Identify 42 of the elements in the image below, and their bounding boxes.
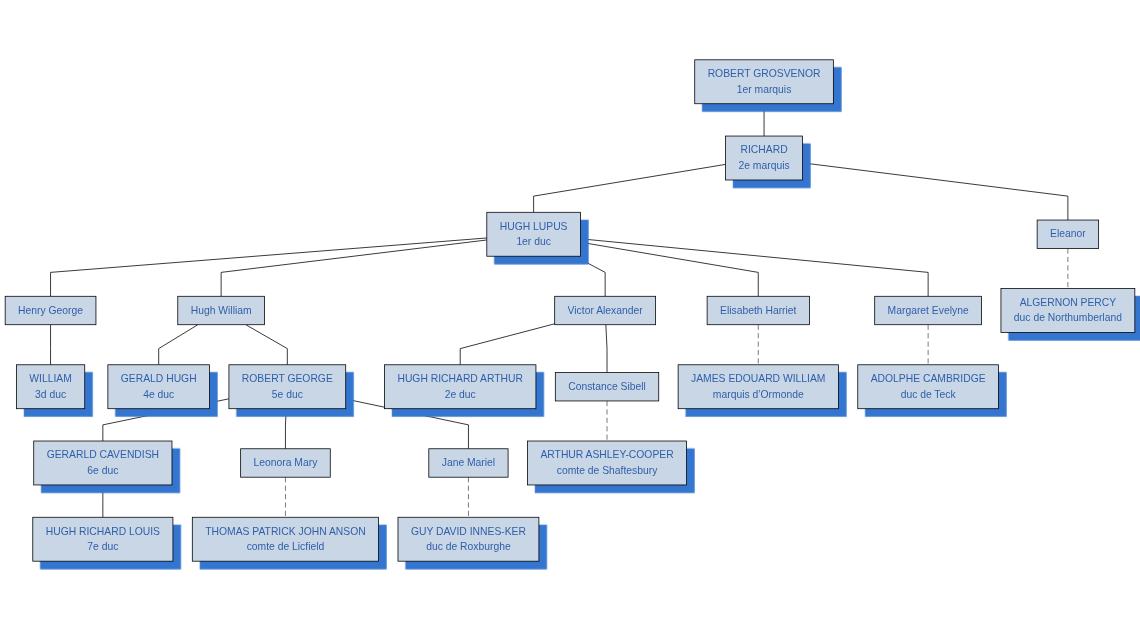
node-box: Constance Sibell bbox=[554, 372, 660, 402]
connector bbox=[605, 324, 608, 373]
node-box: HUGH LUPUS 1er duc bbox=[486, 211, 581, 257]
node-box: THOMAS PATRICK JOHN ANSON comte de Licfield bbox=[191, 516, 379, 562]
connector bbox=[220, 239, 488, 297]
node-box: Eleanor bbox=[1036, 219, 1100, 249]
connector bbox=[580, 238, 929, 297]
node-box: HUGH RICHARD LOUIS 7e duc bbox=[32, 516, 174, 562]
node-box: ALGERNON PERCY duc de Northumberland bbox=[1000, 288, 1136, 333]
node-box: RICHARD 2e marquis bbox=[725, 135, 803, 181]
connector bbox=[158, 324, 199, 366]
node-box: ROBERT GROSVENOR 1er marquis bbox=[694, 59, 834, 105]
connector bbox=[345, 398, 469, 450]
node-box: ROBERT GEORGE 5e duc bbox=[228, 364, 347, 410]
connector bbox=[285, 408, 287, 450]
node-box: HUGH RICHARD ARTHUR 2e duc bbox=[384, 364, 537, 410]
connector bbox=[459, 323, 556, 366]
node-box: Leonora Mary bbox=[240, 448, 331, 478]
node-box: ARTHUR ASHLEY-COOPER comte de Shaftesbury bbox=[527, 440, 687, 486]
connector bbox=[285, 476, 286, 518]
node-box: Henry George bbox=[4, 295, 97, 326]
connector bbox=[50, 324, 51, 366]
node-box: GUY DAVID INNES-KER duc de Roxburghe bbox=[397, 516, 540, 562]
connector bbox=[102, 484, 104, 518]
node-box: Jane Mariel bbox=[428, 448, 509, 478]
connector bbox=[533, 164, 726, 213]
node-box: Margaret Evelyne bbox=[874, 295, 982, 326]
node-box: GERALD HUGH 4e duc bbox=[107, 364, 210, 410]
node-box: Hugh William bbox=[177, 295, 265, 326]
connector bbox=[1067, 248, 1069, 289]
node-box: GERARLD CAVENDISH 6e duc bbox=[33, 440, 173, 486]
connector bbox=[763, 103, 765, 137]
node-box: WILLIAM 3d duc bbox=[16, 364, 86, 410]
node-box: Elisabeth Harriet bbox=[706, 295, 810, 326]
node-box: JAMES EDOUARD WILLIAM marquis d’Ormonde bbox=[677, 364, 839, 410]
connector bbox=[50, 237, 488, 297]
connector bbox=[580, 241, 759, 297]
node-box: Victor Alexander bbox=[554, 295, 656, 326]
connector bbox=[802, 162, 1069, 221]
node-box: ADOLPHE CAMBRIDGE duc de Teck bbox=[857, 364, 999, 410]
connector bbox=[468, 476, 469, 518]
connector bbox=[245, 324, 288, 366]
